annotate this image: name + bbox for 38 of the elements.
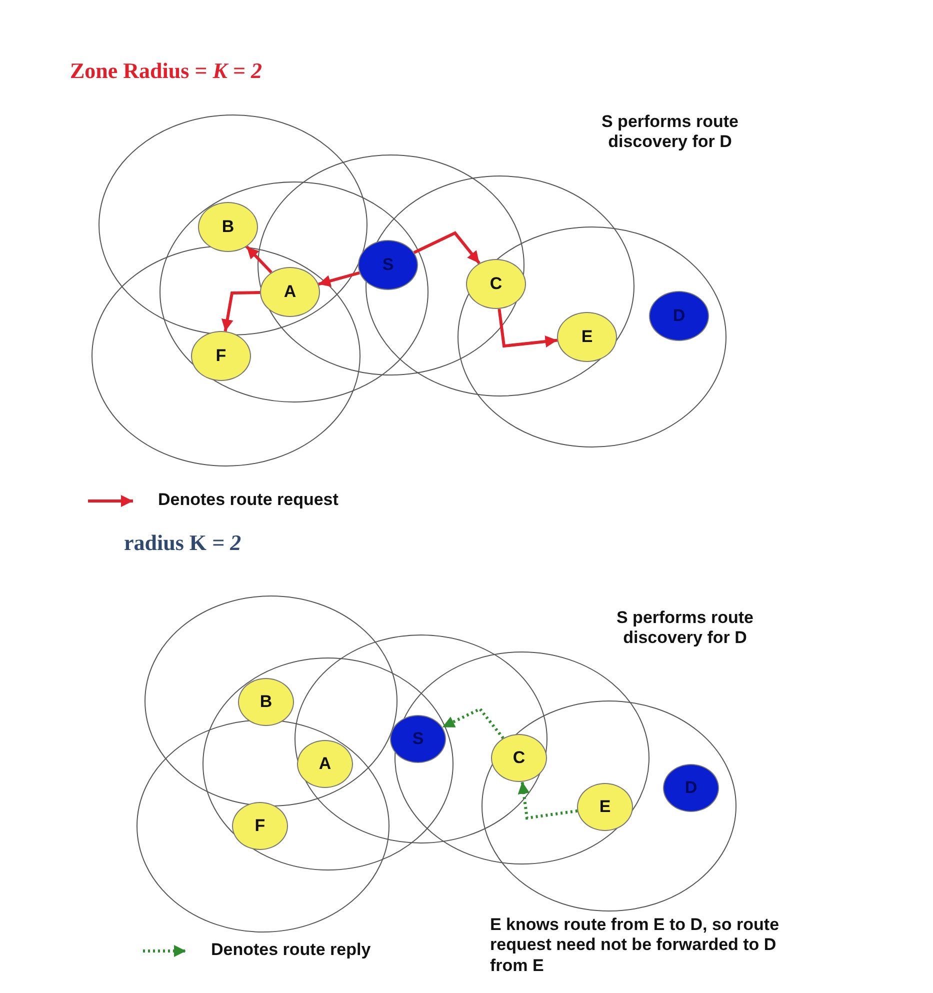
arrow xyxy=(413,231,480,264)
node-circle xyxy=(191,331,251,381)
node-label: F xyxy=(254,816,266,836)
node-circle xyxy=(198,202,258,252)
legend-label: Denotes route reply xyxy=(211,940,371,960)
annotation-text: S performs route discovery for D xyxy=(616,608,754,649)
node-circle xyxy=(491,734,547,782)
node-label: C xyxy=(512,748,526,768)
node-circle xyxy=(390,715,446,763)
zone-radius-heading: radius K = 2 xyxy=(124,530,242,556)
node-label: S xyxy=(412,729,424,749)
arrow xyxy=(318,271,360,287)
annotation-text: E knows route from E to D, so route request need not be forwarded to D from E xyxy=(490,915,780,976)
arrow xyxy=(221,291,260,332)
node-label: A xyxy=(318,754,332,774)
node-circle xyxy=(466,259,526,309)
node-circle xyxy=(358,240,418,290)
node-label: C xyxy=(490,274,502,294)
node-label: F xyxy=(216,346,226,366)
annotation-text: S performs route discovery for D xyxy=(600,112,740,153)
arrow xyxy=(246,246,272,274)
node-label: B xyxy=(260,692,272,712)
node-label: D xyxy=(672,306,686,326)
node-circle xyxy=(238,678,294,726)
node-circle xyxy=(297,740,353,788)
node-label: E xyxy=(581,327,593,347)
node-label: E xyxy=(599,797,611,817)
node-circle xyxy=(260,267,320,317)
legend-label: Denotes route request xyxy=(158,490,338,510)
node-label: B xyxy=(222,217,234,237)
node-circle xyxy=(232,802,288,850)
arrow xyxy=(518,782,578,820)
zone-radius-heading: Zone Radius = K = 2 xyxy=(70,58,263,84)
node-label: A xyxy=(284,282,296,302)
node-label: S xyxy=(382,255,394,275)
node-label: D xyxy=(684,778,698,798)
arrow xyxy=(442,707,504,740)
arrow xyxy=(498,308,558,348)
